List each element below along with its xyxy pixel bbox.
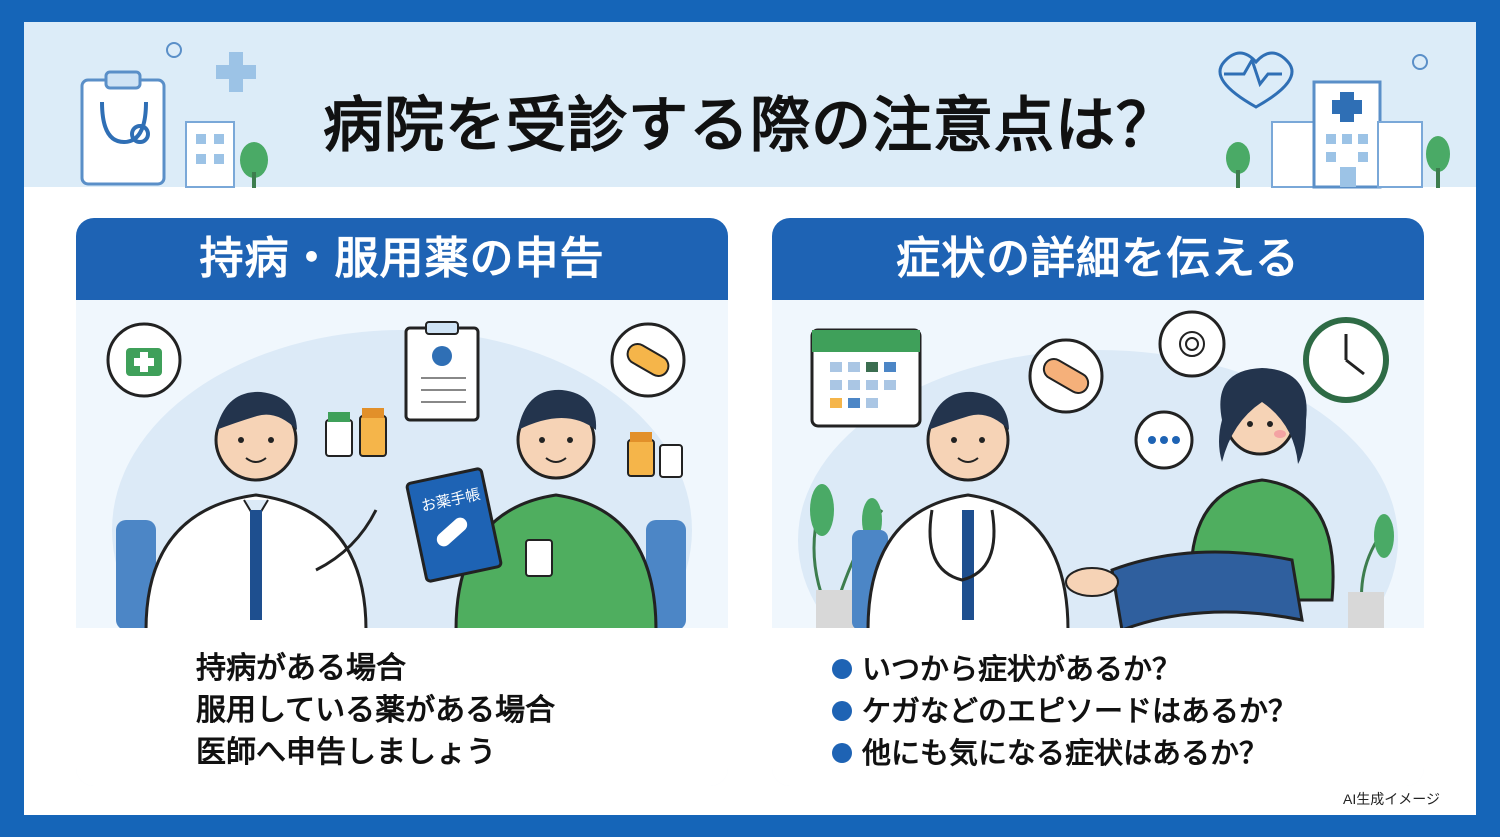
clipboard-icon <box>404 321 480 422</box>
medicine-bottle-icon <box>325 408 387 457</box>
text-area <box>76 628 728 786</box>
symptom-questions: いつから症状があるか？ ケガなどのエピソードはあるか？ 他にも気になる症状はある… <box>832 648 1297 774</box>
question-text: いつから症状があるか？ <box>862 652 1182 686</box>
pill-bubble-icon <box>610 322 686 398</box>
medicine-notebook-icon: お薬手帳 <box>405 467 503 583</box>
advice-line: 服用している薬がある場合 <box>196 693 556 728</box>
question-text: 他にも気になる症状はあるか？ <box>862 736 1269 770</box>
question-item: 他にも気になる症状はあるか？ <box>832 732 1297 774</box>
panel-heading: 症状の詳細を伝える <box>772 218 1424 300</box>
question-text: ケガなどのエピソードはあるか？ <box>862 694 1298 728</box>
ellipsis-bubble-icon <box>1134 410 1194 470</box>
advice-line: 医師へ申告しましょう <box>196 735 496 770</box>
clipboard-icon <box>80 70 166 186</box>
circle-decoration <box>1412 54 1428 70</box>
doctor-figure <box>852 391 1070 630</box>
bullet-icon <box>832 659 852 679</box>
panel-heading: 持病・服用薬の申告 <box>76 218 728 300</box>
medical-cross-icon <box>216 52 256 92</box>
bandage-bubble-icon <box>1028 338 1104 414</box>
medkit-bubble-icon <box>106 322 182 398</box>
page-title: 病院を受診する際の注意点は？ <box>323 91 1177 161</box>
panel-symptom-details: 症状の詳細を伝える <box>772 218 1424 786</box>
circle-decoration <box>166 42 182 58</box>
ai-credit-label: AI生成イメージ <box>1343 791 1440 807</box>
advice-line: 持病がある場合 <box>196 651 406 686</box>
clock-icon <box>1303 317 1389 403</box>
calendar-icon <box>810 328 922 428</box>
dizzy-bubble-icon <box>1158 310 1226 378</box>
bullet-icon <box>832 743 852 763</box>
question-item: いつから症状があるか？ <box>832 648 1297 690</box>
bullet-icon <box>832 701 852 721</box>
heartbeat-icon <box>1218 51 1294 109</box>
medicine-bottle-icon <box>525 432 683 577</box>
infographic: 病院を受診する際の注意点は？ 持病・服用薬の申告 <box>24 22 1476 815</box>
tree-icon <box>1226 136 1450 188</box>
doctor-figure <box>144 391 378 630</box>
hospital-building-icon <box>1271 80 1423 189</box>
doctor-patient-illustration <box>798 310 1398 630</box>
patient-figure <box>1065 368 1335 630</box>
tree-icon <box>240 142 268 188</box>
patient-figure <box>454 389 658 630</box>
doctor-patient-illustration: お薬手帳 <box>106 321 692 630</box>
question-item: ケガなどのエピソードはあるか？ <box>832 690 1297 732</box>
building-left-icon <box>185 121 235 188</box>
panel-medical-history: 持病・服用薬の申告 <box>76 218 728 786</box>
advice-lines: 持病がある場合 服用している薬がある場合 医師へ申告しましょう <box>196 648 555 774</box>
header-decorations <box>80 42 1450 189</box>
text-area <box>772 628 1424 786</box>
